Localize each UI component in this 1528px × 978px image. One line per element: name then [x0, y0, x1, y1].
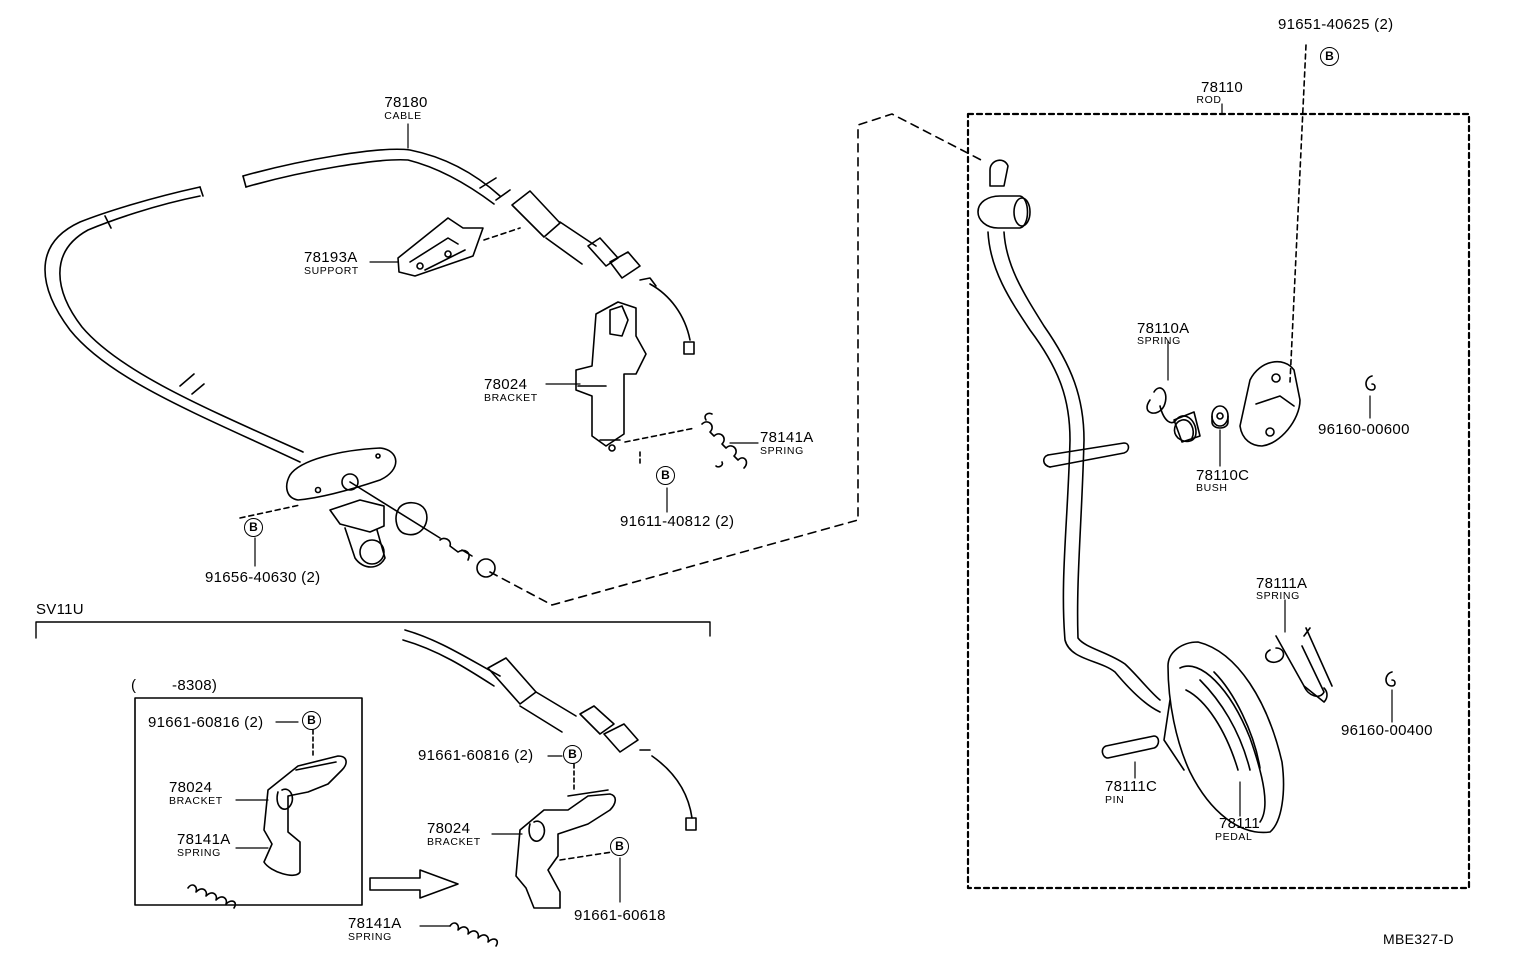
accelerator-cable: [44, 148, 695, 463]
part-number-78111c: 78111C: [1105, 778, 1158, 795]
return-spring-78141a: [701, 412, 748, 469]
pedal-link-assembly: [239, 447, 496, 578]
part-number-91611-40812: 91611-40812 (2): [620, 513, 735, 530]
inset-bracket-78024: [263, 755, 347, 877]
part-number-91661-60816: 91661-60816 (2): [148, 714, 264, 731]
accelerator-pedal: [1163, 641, 1285, 834]
rod-assembly-frame: [966, 112, 1471, 890]
part-name-bracket: BRACKET: [169, 795, 223, 807]
part-name-rod: ROD: [1196, 94, 1222, 106]
sv11u-spring-78141a: [449, 922, 499, 947]
bush-78110c: [1211, 405, 1229, 429]
part-number-78110c: 78110C: [1196, 467, 1250, 484]
part-number-78024: 78024: [484, 376, 528, 393]
rod-spring-78110a: [1146, 387, 1201, 443]
part-number-78193a: 78193A: [304, 249, 358, 266]
inset-spring-78141a: [187, 884, 237, 909]
part-name-spring: SPRING: [1256, 590, 1300, 602]
sv11u-section-bracket: [35, 621, 711, 639]
part-name-bracket: BRACKET: [484, 392, 538, 404]
part-name-spring: SPRING: [348, 931, 392, 943]
part-number-78024: 78024: [169, 779, 213, 796]
clip-96160-00600: [1365, 375, 1376, 391]
clip-96160-00400: [1385, 671, 1396, 687]
part-name-bush: BUSH: [1196, 482, 1228, 494]
accelerator-rod: [977, 159, 1161, 713]
bolt-mark-b: B: [610, 837, 629, 856]
part-name-cable: CABLE: [384, 110, 422, 122]
inset-box: [134, 697, 363, 906]
part-name-pedal: PEDAL: [1215, 831, 1253, 843]
part-name-spring: SPRING: [177, 847, 221, 859]
part-number-78111: 78111: [1219, 815, 1260, 832]
sv11u-cable: [402, 629, 697, 831]
bolt-mark-b: B: [302, 711, 321, 730]
part-name-pin: PIN: [1105, 794, 1125, 806]
part-number-78141a: 78141A: [760, 429, 814, 446]
bolt-mark-b: B: [1320, 47, 1339, 66]
cable-bracket: [575, 301, 696, 452]
sv11u-bracket-78024: [515, 789, 617, 909]
part-number-78110: 78110: [1200, 79, 1244, 96]
part-number-91656-40630: 91656-40630 (2): [205, 569, 321, 586]
bolt-mark-b: B: [244, 518, 263, 537]
part-number-91651-40625: 91651-40625 (2): [1278, 16, 1394, 33]
bolt-mark-b: B: [656, 466, 675, 485]
part-number-78110a: 78110A: [1137, 320, 1190, 337]
pedal-spring-78111a: [1264, 627, 1333, 703]
pedal-mount-plate: [1239, 360, 1301, 447]
part-name-spring: SPRING: [1137, 335, 1181, 347]
part-name-spring: SPRING: [760, 445, 804, 457]
change-arrow: [369, 869, 459, 899]
part-number-91661-60816: 91661-60816 (2): [418, 747, 534, 764]
part-number-78180: 78180: [384, 94, 428, 111]
part-name-bracket: BRACKET: [427, 836, 481, 848]
bolt-mark-b: B: [563, 745, 582, 764]
cable-support-bracket: [397, 217, 521, 277]
part-number-78111a: 78111A: [1256, 575, 1308, 592]
variant-label-sv11u: SV11U: [36, 601, 84, 618]
part-name-support: SUPPORT: [304, 265, 359, 277]
part-number-96160-00600: 96160-00600: [1318, 421, 1410, 438]
date-range-label: ( -8308): [131, 677, 218, 694]
diagram-code: MBE327-D: [1383, 931, 1454, 947]
part-number-96160-00400: 96160-00400: [1341, 722, 1433, 739]
pin-78111c: [1101, 735, 1160, 759]
part-number-78141a: 78141A: [348, 915, 402, 932]
part-number-78024: 78024: [427, 820, 471, 837]
part-number-91661-60618: 91661-60618: [574, 907, 666, 924]
part-number-78141a: 78141A: [177, 831, 231, 848]
